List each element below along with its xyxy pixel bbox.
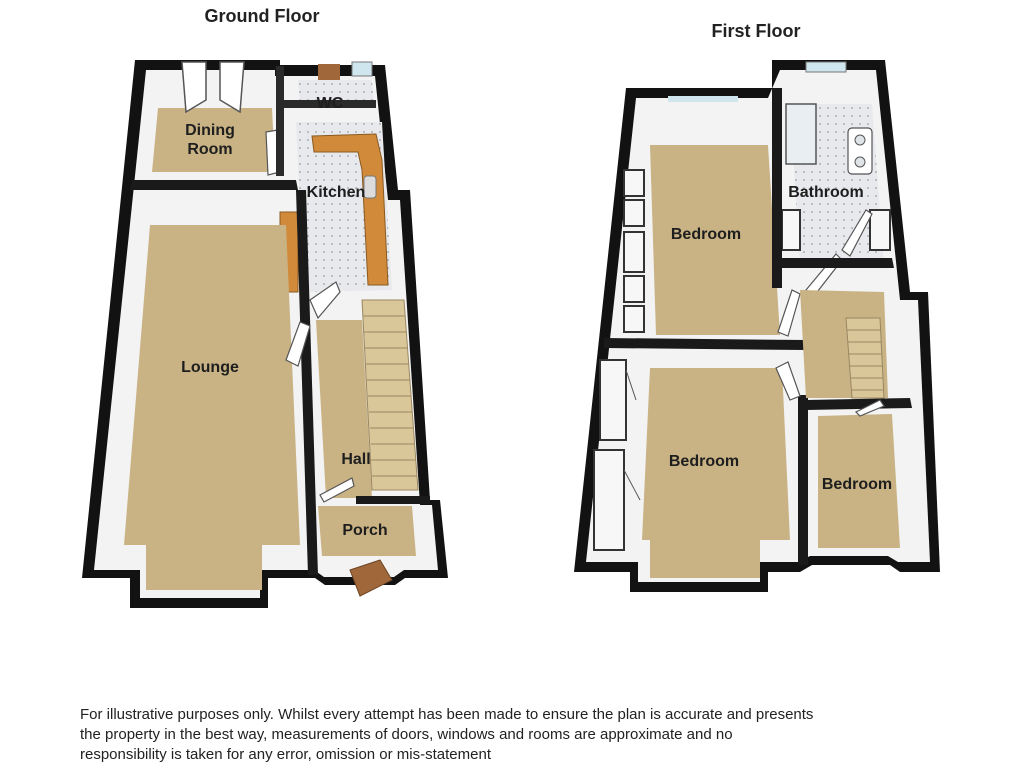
dining-french-door-left <box>181 61 207 114</box>
rear-bedroom-wardrobes <box>623 169 645 333</box>
dining-room-label: Dining <box>185 122 235 139</box>
bathroom-vanity <box>847 127 873 175</box>
lounge-floor <box>124 225 300 545</box>
wc-label: WC <box>317 95 344 112</box>
kitchen-label: Kitchen <box>307 184 366 201</box>
disclaimer-line-3: responsibility is taken for any error, o… <box>80 746 491 763</box>
ground-internal-wall-4 <box>296 190 318 575</box>
front-bedroom-bay-floor <box>650 540 760 578</box>
kitchen-door <box>309 281 341 320</box>
ground-internal-wall-2 <box>284 100 376 108</box>
hall-floor <box>316 320 372 498</box>
rear-bedroom-label: Bedroom <box>671 226 741 243</box>
lounge-label: Lounge <box>181 359 239 376</box>
bathroom-basin-1 <box>854 134 866 146</box>
first-internal-wall-4 <box>798 395 808 565</box>
ground-staircase <box>361 299 419 491</box>
disclaimer: For illustrative purposes only. Whilst e… <box>80 705 940 765</box>
rear-bedroom-floor <box>650 145 780 335</box>
bathroom-cabinet-left <box>781 209 801 251</box>
small-bedroom-floor <box>818 414 900 548</box>
dining-french-door-right <box>219 61 245 114</box>
lounge-bay-floor <box>146 545 262 590</box>
dining-room-floor <box>152 108 275 172</box>
kitchen-counter <box>311 133 389 286</box>
disclaimer-line-1: For illustrative purposes only. Whilst e… <box>80 706 814 723</box>
ground-internal-wall-3 <box>130 180 298 190</box>
disclaimer-line-2: the property in the best way, measuremen… <box>80 726 733 743</box>
kitchen-sink <box>363 175 377 199</box>
first-internal-wall-2 <box>780 258 894 268</box>
first-internal-wall-1 <box>772 88 782 288</box>
bathroom-window <box>805 61 847 73</box>
dining-room-label-2: Room <box>187 141 232 158</box>
hall-label: Hall <box>341 451 370 468</box>
first-floor-title: First Floor <box>712 21 801 41</box>
bathroom-label: Bathroom <box>788 184 864 201</box>
ground-floor: Ground Floor Dining Room WC Kitchen Loun… <box>82 6 448 608</box>
ground-floor-title: Ground Floor <box>205 6 320 26</box>
porch-floor <box>318 506 416 556</box>
small-bedroom-door <box>854 399 885 417</box>
ground-internal-wall-5 <box>356 496 430 504</box>
porch-label: Porch <box>342 522 387 539</box>
front-door <box>349 559 393 597</box>
wc-door <box>318 64 340 80</box>
small-bedroom-label: Bedroom <box>822 476 892 493</box>
wc-window <box>351 61 373 77</box>
ground-internal-wall-1 <box>276 66 284 176</box>
front-bedroom-door <box>775 361 801 401</box>
hall-door <box>319 477 355 503</box>
rear-bedroom-door <box>777 289 801 337</box>
bathroom-cabinet-right <box>869 209 891 251</box>
rear-bedroom-window <box>668 96 738 102</box>
front-bedroom-floor <box>642 368 790 540</box>
wc-floor <box>298 80 374 104</box>
first-internal-wall-3 <box>604 338 806 350</box>
bathroom-basin-2 <box>854 156 866 168</box>
first-internal-wall-5 <box>806 398 912 410</box>
lounge-door <box>285 321 311 367</box>
first-staircase <box>845 317 885 399</box>
bathroom-door-2 <box>841 209 873 257</box>
front-bedroom-label: Bedroom <box>669 453 739 470</box>
bathroom-shower <box>785 103 817 165</box>
first-floor: First Floor Bedroom Bathroom Bedroom Bed… <box>574 21 940 592</box>
front-bedroom-wardrobes <box>593 359 641 551</box>
